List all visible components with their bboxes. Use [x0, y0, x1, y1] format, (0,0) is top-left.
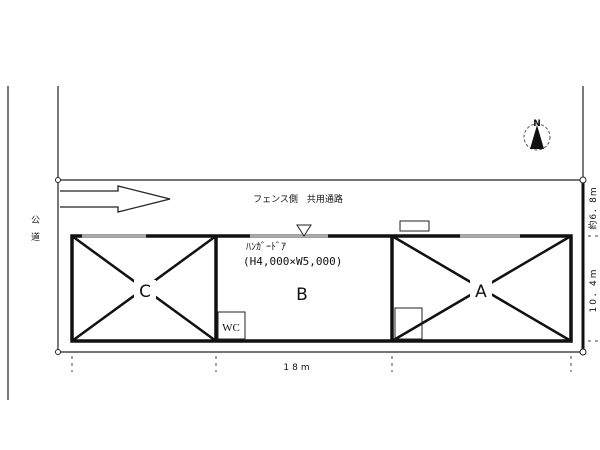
fence-label: フェンス側 共用通路 [253, 193, 343, 205]
dim-marker [579, 348, 587, 356]
dim-marker [55, 177, 61, 183]
unit-a-label: A [475, 282, 487, 302]
top-dimension: 約6．8m [587, 186, 599, 229]
right-dimension: 10．4m [589, 268, 599, 313]
door-size-label: (H4,000×W5,000) [243, 255, 342, 268]
wc-label: WC [222, 322, 240, 334]
north-compass-icon [523, 123, 551, 151]
road-label: 公道 [29, 215, 40, 249]
unit-b-label: B [296, 285, 308, 305]
unit-c-label: C [139, 282, 151, 302]
equipment-box [399, 220, 430, 232]
wc-room [217, 311, 246, 340]
door-marker-icon [296, 224, 312, 237]
small-room [394, 307, 423, 340]
door-label: ﾊﾝｶﾞｰﾄﾞｱ [246, 241, 286, 253]
entry-arrow-icon [60, 185, 171, 213]
dim-marker [579, 176, 587, 184]
dim-marker [55, 349, 61, 355]
width-dimension: 18m [283, 363, 312, 373]
north-label: N [533, 119, 541, 129]
